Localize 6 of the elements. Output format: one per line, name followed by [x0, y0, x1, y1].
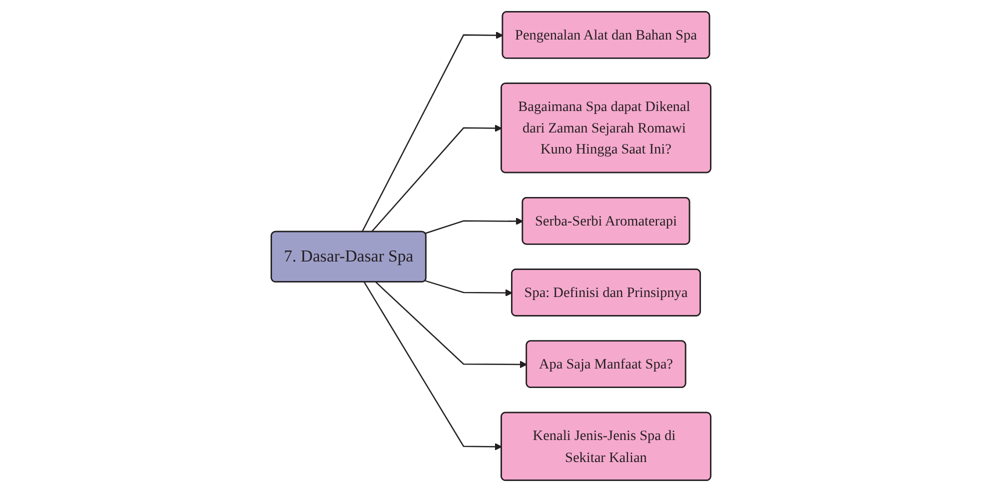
arrow — [371, 124, 502, 232]
arrow — [362, 32, 504, 232]
arrow — [425, 218, 524, 234]
arrow — [376, 282, 528, 368]
arrow — [364, 282, 502, 450]
arrow — [425, 280, 512, 297]
